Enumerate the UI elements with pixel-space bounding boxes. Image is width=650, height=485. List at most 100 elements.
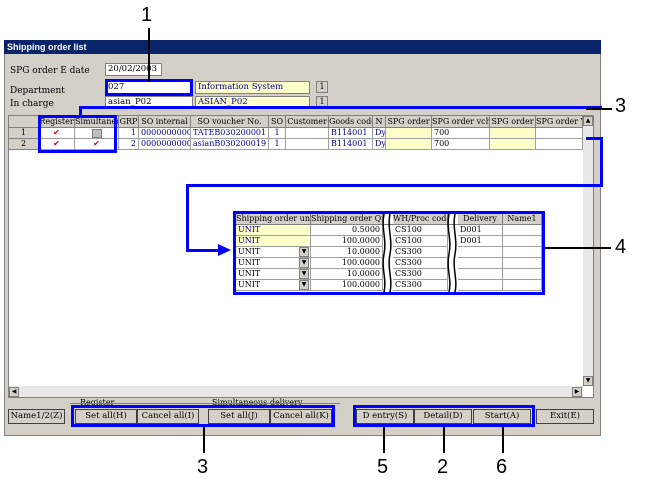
inset-cell-qty: 100.0000 (311, 280, 383, 291)
start-button[interactable]: Start(A) (473, 409, 531, 424)
window-title: Shipping order list (4, 40, 601, 54)
col-header-spg-order-vchr[interactable]: SPG order vchr (432, 116, 490, 128)
inset-cell-unit[interactable]: UNIT (236, 280, 311, 291)
checkbox-disabled-icon (91, 129, 102, 138)
exit-button[interactable]: Exit(E) (536, 409, 594, 424)
grid-cell-spg-order-vc[interactable] (536, 128, 583, 139)
inset-cell-unit[interactable]: UNIT (236, 258, 311, 269)
scroll-down-icon[interactable]: ▼ (583, 376, 593, 386)
callout-number-4: 4 (615, 236, 627, 258)
inset-cell-delivery (458, 247, 503, 258)
horizontal-scrollbar[interactable] (9, 386, 583, 397)
grid-cell-spg-order-2[interactable] (490, 128, 536, 139)
leader-line (148, 28, 150, 81)
col-header-simultaneous[interactable]: Simultaneo (75, 116, 119, 128)
callout-line (79, 106, 602, 109)
inset-cell-wh: CS100 (393, 236, 448, 247)
grid-cell-spg-order-vc[interactable] (536, 139, 583, 150)
inset-cell-name1 (503, 258, 542, 269)
name-toggle-button[interactable]: Name1/2(Z) (8, 409, 65, 424)
detail-inset-table: Shipping order unit1 Shipping order Qty … (233, 211, 545, 295)
simultaneous-checkbox[interactable] (75, 128, 119, 139)
inset-header-delivery: Delivery (458, 214, 503, 225)
col-header-spg-order[interactable]: SPG order (386, 116, 432, 128)
inset-cell-unit[interactable]: UNIT (236, 269, 311, 280)
col-header-so-voucher[interactable]: SO voucher No. (191, 116, 269, 128)
vertical-scrollbar[interactable] (583, 116, 593, 386)
simultaneous-set-all-button[interactable]: Set all(J) (208, 409, 270, 424)
inset-cell-wh: CS300 (393, 258, 448, 269)
simultaneous-cancel-all-button[interactable]: Cancel all(K) (270, 409, 332, 424)
grid-cell-n: Dy (373, 139, 386, 150)
callout-line (600, 137, 603, 187)
inset-cell-delivery (458, 269, 503, 280)
col-header-so-internal[interactable]: SO internal (139, 116, 191, 128)
row-header[interactable]: 1 (9, 128, 39, 139)
leader-line (383, 427, 385, 453)
inset-cell-unit[interactable]: UNIT (236, 247, 311, 258)
inset-cell-qty: 100.0000 (311, 236, 383, 247)
column-break-icon (447, 214, 457, 292)
detail-button[interactable]: Detail(D) (414, 409, 472, 424)
inset-break (448, 214, 458, 225)
inset-cell-unit[interactable]: UNIT (236, 225, 311, 236)
inset-cell-name1 (503, 236, 542, 247)
inset-cell-name1 (503, 269, 542, 280)
d-entry-button[interactable]: D entry(S) (356, 409, 414, 424)
grid-cell-spg-order-vchr[interactable]: 700 (432, 128, 490, 139)
register-set-all-button[interactable]: Set all(H) (75, 409, 137, 424)
grid-cell-spg-order-2[interactable] (490, 139, 536, 150)
spg-order-date-input[interactable]: 20/02/2003 (105, 63, 162, 76)
leader-line (203, 427, 205, 453)
inset-break (383, 214, 393, 225)
inset-cell-qty: 100.0000 (311, 258, 383, 269)
scroll-up-icon[interactable]: ▲ (583, 116, 593, 126)
inset-cell-wh: CS300 (393, 269, 448, 280)
col-header-grp[interactable]: GRP (119, 116, 139, 128)
simultaneous-group-label: Simultaneous delivery (212, 398, 303, 407)
register-cancel-all-button[interactable]: Cancel all(I) (137, 409, 199, 424)
scroll-left-icon[interactable]: ◀ (9, 387, 19, 397)
col-header-spg-order-vc[interactable]: SPG order Vc (536, 116, 583, 128)
register-checkbox[interactable]: ✔ (39, 128, 75, 139)
grid-cell-n: Dy (373, 128, 386, 139)
col-header-so[interactable]: SO (269, 116, 286, 128)
callout-line (186, 184, 603, 187)
callout-number-3: 3 (197, 456, 209, 478)
callout-box-set-cancel (71, 405, 335, 427)
inset-cell-delivery: D001 (458, 225, 503, 236)
grid-cell-spg-order[interactable] (386, 139, 432, 150)
department-name-field: Information System (195, 81, 310, 94)
col-header-goods-code[interactable]: Goods code (329, 116, 373, 128)
dropdown-arrow-icon[interactable]: ▼ (299, 280, 309, 290)
col-header-n[interactable]: N (373, 116, 386, 128)
inset-header-name1: Name1 (503, 214, 542, 225)
dropdown-arrow-icon[interactable]: ▼ (299, 269, 309, 279)
row-header[interactable]: 2 (9, 139, 39, 150)
inset-header-unit: Shipping order unit1 (236, 214, 311, 225)
col-header-customer[interactable]: Customer (286, 116, 329, 128)
grid-cell-spg-order-vchr[interactable]: 700 (432, 139, 490, 150)
group-divider (70, 403, 340, 405)
grid-cell-so: 1 (269, 128, 286, 139)
col-header-spg-order-2[interactable]: SPG order (490, 116, 536, 128)
arrow-right-icon (218, 244, 231, 256)
col-header-register[interactable]: Register (39, 116, 75, 128)
inset-cell-delivery (458, 280, 503, 291)
simultaneous-checkbox[interactable]: ✔ (75, 139, 119, 150)
grid-cell-spg-order[interactable] (386, 128, 432, 139)
dropdown-arrow-icon[interactable]: ▼ (299, 247, 309, 257)
inset-cell-name1 (503, 247, 542, 258)
grid-cell-so: 1 (269, 139, 286, 150)
inset-cell-unit[interactable]: UNIT (236, 236, 311, 247)
inset-cell-wh: CS100 (393, 225, 448, 236)
department-lookup-button[interactable]: 1 (316, 81, 328, 93)
scroll-right-icon[interactable]: ▶ (572, 387, 582, 397)
register-checkbox[interactable]: ✔ (39, 139, 75, 150)
spg-order-date-label: SPG order E date (10, 66, 90, 76)
callout-number-3: 3 (615, 95, 627, 117)
dropdown-arrow-icon[interactable]: ▼ (299, 258, 309, 268)
callout-box-department (105, 79, 193, 96)
callout-box-action-buttons (353, 405, 535, 427)
callout-number-6: 6 (496, 456, 508, 478)
